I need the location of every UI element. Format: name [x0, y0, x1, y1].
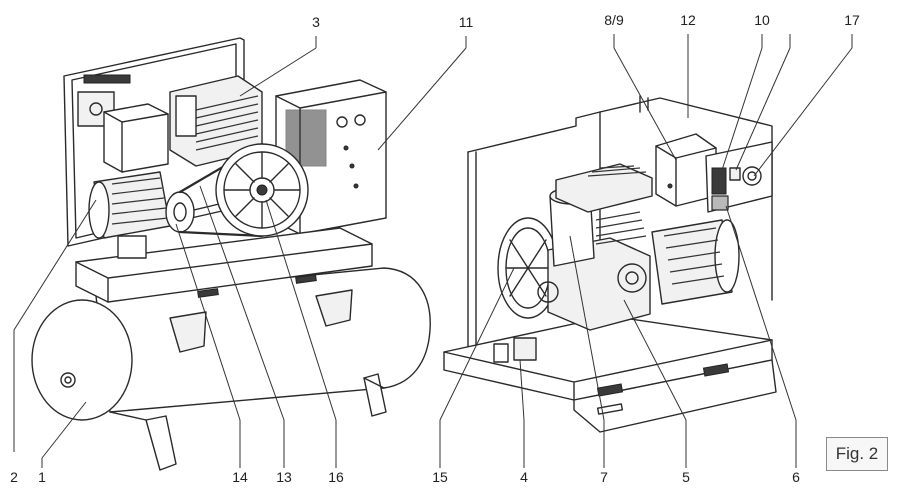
callout-11: 11 — [459, 14, 474, 30]
callout-labels: 3 11 8/9 12 10 17 2 1 14 13 16 15 4 7 5 … — [10, 12, 860, 485]
callout-17: 17 — [844, 12, 860, 28]
callout-6: 6 — [792, 469, 800, 485]
callout-10: 10 — [754, 12, 770, 28]
callout-8-9: 8/9 — [604, 12, 624, 28]
callout-1: 1 — [38, 469, 46, 485]
leader-lines — [13, 34, 853, 468]
callout-15: 15 — [432, 469, 448, 485]
left-compressor-illustration — [31, 37, 431, 471]
callout-13: 13 — [276, 469, 292, 485]
callout-2: 2 — [10, 469, 18, 485]
callout-7: 7 — [600, 469, 608, 485]
callout-16: 16 — [328, 469, 344, 485]
figure-label: Fig. 2 — [826, 437, 888, 471]
callout-5: 5 — [682, 469, 690, 485]
callout-14: 14 — [232, 469, 248, 485]
callout-4: 4 — [520, 469, 528, 485]
callout-12: 12 — [680, 12, 696, 28]
callout-3: 3 — [312, 14, 320, 30]
right-compressor-illustration — [443, 95, 777, 433]
